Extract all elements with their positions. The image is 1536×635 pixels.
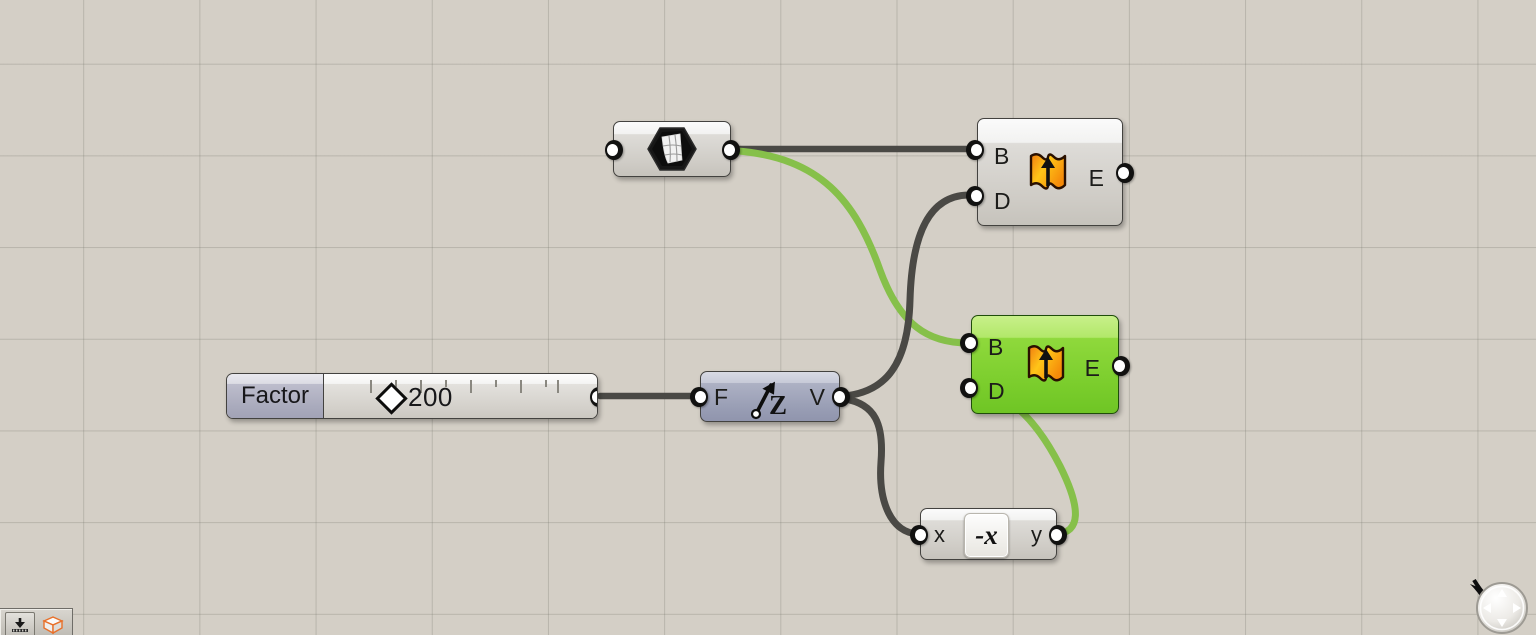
node-brep[interactable] <box>605 121 740 177</box>
negative-output-y-label: y <box>1031 522 1042 547</box>
extrude-top-output-e-label: E <box>1088 165 1104 191</box>
slider-value[interactable]: 200 <box>408 382 453 412</box>
slider-label[interactable]: Factor <box>227 374 324 418</box>
slider-tick <box>495 380 497 387</box>
extrude-top-input-b-label: B <box>994 143 1010 169</box>
extrude-top-port-e[interactable] <box>1116 163 1134 183</box>
brep-input-port[interactable] <box>605 140 623 160</box>
wire-unitz-to-negative-x <box>841 395 922 538</box>
extrude-top-port-b[interactable] <box>966 140 984 160</box>
unitz-output-v-label: V <box>809 384 825 410</box>
extrude-top-port-d[interactable] <box>966 186 984 206</box>
unitz-input-f-label: F <box>714 384 729 410</box>
extrude-green-port-e[interactable] <box>1112 356 1130 376</box>
extrude-green-port-d[interactable] <box>960 378 978 398</box>
canvas-navigator[interactable] <box>1468 578 1530 635</box>
node-unit-z[interactable]: F V Z <box>690 371 850 422</box>
slider-tick <box>420 380 422 393</box>
slider-tick <box>445 380 447 387</box>
negative-icon: -x <box>964 513 1009 558</box>
slider-track[interactable]: 200 <box>324 374 597 418</box>
node-extrude-selected[interactable]: B D E <box>960 315 1130 414</box>
slider-tick <box>370 380 372 393</box>
extrude-icon <box>1023 342 1069 388</box>
negative-input-x-label: x <box>934 522 945 547</box>
bake-icon[interactable] <box>5 612 35 635</box>
extrude-green-input-b-label: B <box>988 334 1004 360</box>
wire-unitz-to-extrude-top-d <box>841 191 972 400</box>
slider-tick <box>470 380 472 393</box>
wire-brep-to-extrude-green-b <box>734 147 972 347</box>
node-extrude-top[interactable]: B D E <box>966 118 1134 226</box>
canvas-navigator-icon[interactable] <box>1468 578 1530 635</box>
svg-text:Z: Z <box>769 390 787 420</box>
slider-tick <box>395 380 397 387</box>
slider-output-port[interactable] <box>590 387 597 407</box>
extrude-green-port-b[interactable] <box>960 333 978 353</box>
node-negative[interactable]: x y -x <box>910 508 1067 560</box>
negative-port-y[interactable] <box>1049 525 1067 545</box>
preview-box-icon[interactable] <box>39 613 67 635</box>
number-slider[interactable]: Factor 200 <box>226 373 598 419</box>
brep-output-port[interactable] <box>722 140 740 160</box>
canvas-toolbar[interactable] <box>0 608 73 635</box>
slider-tick <box>557 380 559 393</box>
extrude-green-output-e-label: E <box>1084 355 1100 381</box>
slider-tick <box>545 380 547 387</box>
slider-tick <box>520 380 522 393</box>
negative-port-x[interactable] <box>910 525 928 545</box>
slider-handle[interactable] <box>375 382 408 415</box>
extrude-green-input-d-label: D <box>988 378 1005 404</box>
unitz-port-v[interactable] <box>832 387 850 407</box>
extrude-top-input-d-label: D <box>994 188 1011 214</box>
extrude-icon <box>1025 150 1071 196</box>
negative-icon-glyph: -x <box>975 520 998 550</box>
brep-icon <box>646 126 698 172</box>
unit-z-icon: Z <box>745 376 793 420</box>
unitz-port-f[interactable] <box>690 387 708 407</box>
